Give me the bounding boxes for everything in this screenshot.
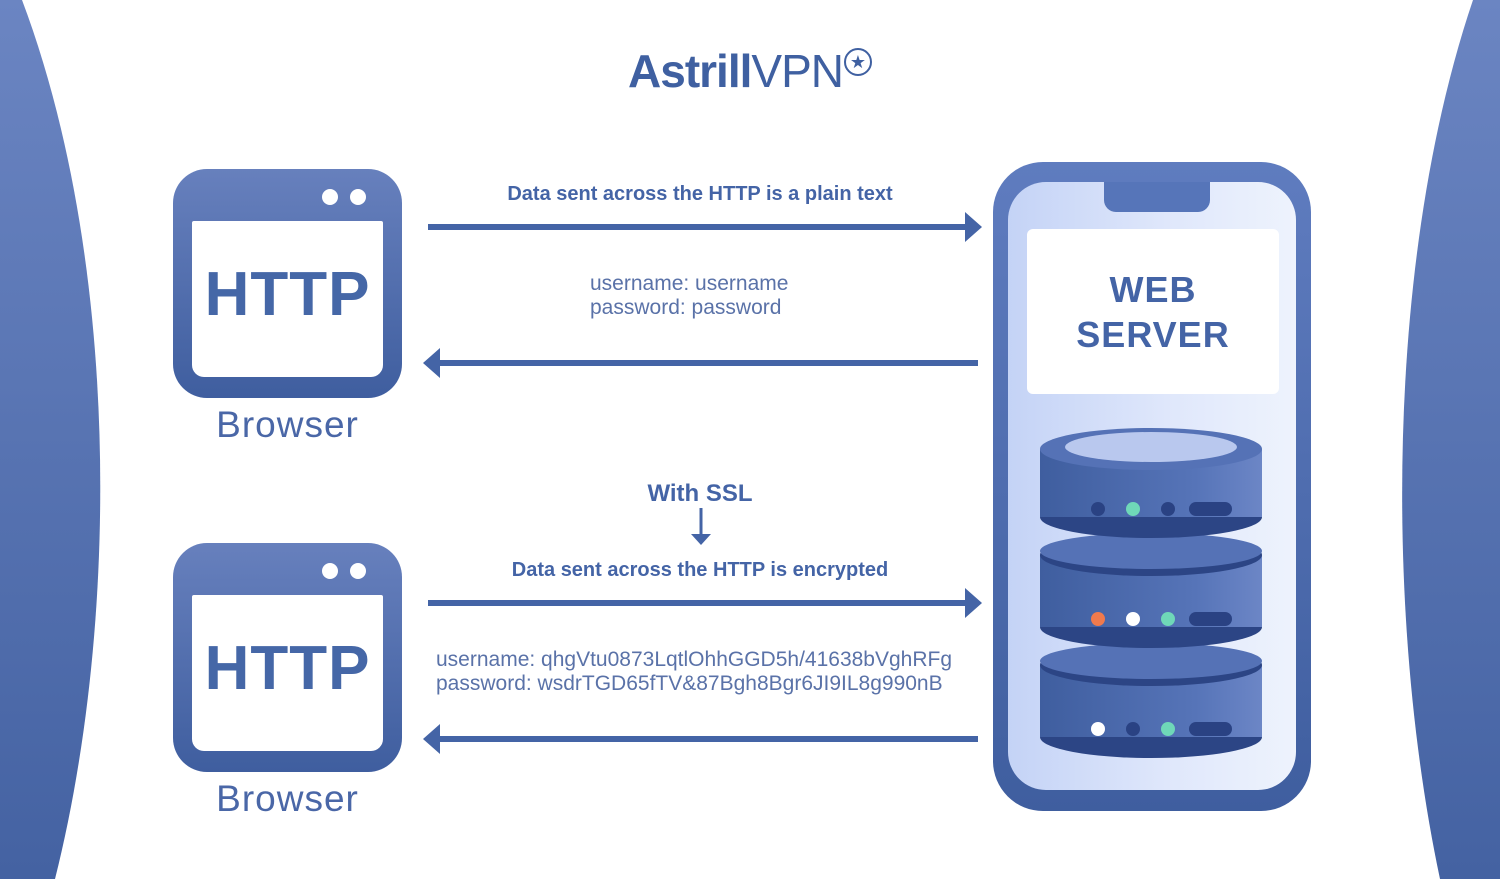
encrypted-heading: Data sent across the HTTP is encrypted: [511, 559, 889, 581]
arrow-left-top: [423, 348, 978, 378]
server-stack-icon: [1040, 428, 1262, 758]
server-led: [1161, 612, 1175, 626]
logo-bold-text: Astrill: [628, 45, 752, 97]
left-curve-shape: [0, 0, 101, 879]
browser-caption-top: Browser: [216, 404, 359, 445]
server-status-bar: [1189, 612, 1232, 626]
browser-caption-bottom: Browser: [216, 778, 359, 819]
web-server-line2: SERVER: [1076, 314, 1230, 355]
arrow-right-bottom: [428, 588, 982, 618]
encrypted-password: password: wsdrTGD65fTV&87Bgh8Bgr6JI9IL8g…: [436, 672, 943, 695]
arrow-right-top: [428, 212, 982, 242]
http-label: HTTP: [204, 634, 371, 703]
window-dot: [322, 563, 338, 579]
arrow-down-ssl: [691, 508, 711, 545]
server-disc-middle: [1040, 533, 1262, 648]
right-curve-shape: [1402, 0, 1500, 879]
server-status-bar: [1189, 502, 1232, 516]
window-dot: [350, 189, 366, 205]
http-label: HTTP: [204, 260, 371, 329]
star-badge-icon: ★: [843, 48, 872, 76]
server-led: [1126, 612, 1140, 626]
browser-window-bottom: HTTP: [173, 543, 402, 772]
browser-pane: HTTP: [192, 221, 383, 377]
server-led: [1126, 722, 1140, 736]
server-disc-bottom: [1040, 643, 1262, 758]
server-disc-top: [1040, 428, 1262, 538]
plain-text-heading: Data sent across the HTTP is a plain tex…: [507, 183, 893, 205]
astrill-vpn-logo: AstrillVPN★: [600, 44, 900, 98]
server-led: [1091, 502, 1105, 516]
server-led: [1161, 722, 1175, 736]
server-led: [1126, 502, 1140, 516]
logo-light-text: VPN: [751, 45, 844, 97]
arrow-left-bottom: [423, 724, 978, 754]
device-notch: [1104, 182, 1210, 212]
web-server-line1: WEB: [1109, 269, 1197, 310]
server-led-rows: [1091, 502, 1232, 736]
server-led: [1091, 722, 1105, 736]
web-server-label: WEB SERVER: [1027, 267, 1279, 357]
browser-pane: HTTP: [192, 595, 383, 751]
encrypted-username: username: qhgVtu0873LqtlOhhGGD5h/41638bV…: [436, 648, 953, 671]
with-ssl-label: With SSL: [647, 480, 753, 507]
encrypted-credentials: username: qhgVtu0873LqtlOhhGGD5h/41638bV…: [436, 648, 952, 696]
web-server-card: WEB SERVER: [1027, 229, 1279, 394]
plain-username: username: username: [590, 272, 789, 295]
server-led: [1091, 612, 1105, 626]
plain-credentials: username: username password: password: [590, 272, 788, 320]
server-status-bar: [1189, 722, 1232, 736]
server-led: [1161, 502, 1175, 516]
window-dot: [350, 563, 366, 579]
plain-password: password: password: [590, 296, 782, 319]
window-dot: [322, 189, 338, 205]
browser-window-top: HTTP: [173, 169, 402, 398]
